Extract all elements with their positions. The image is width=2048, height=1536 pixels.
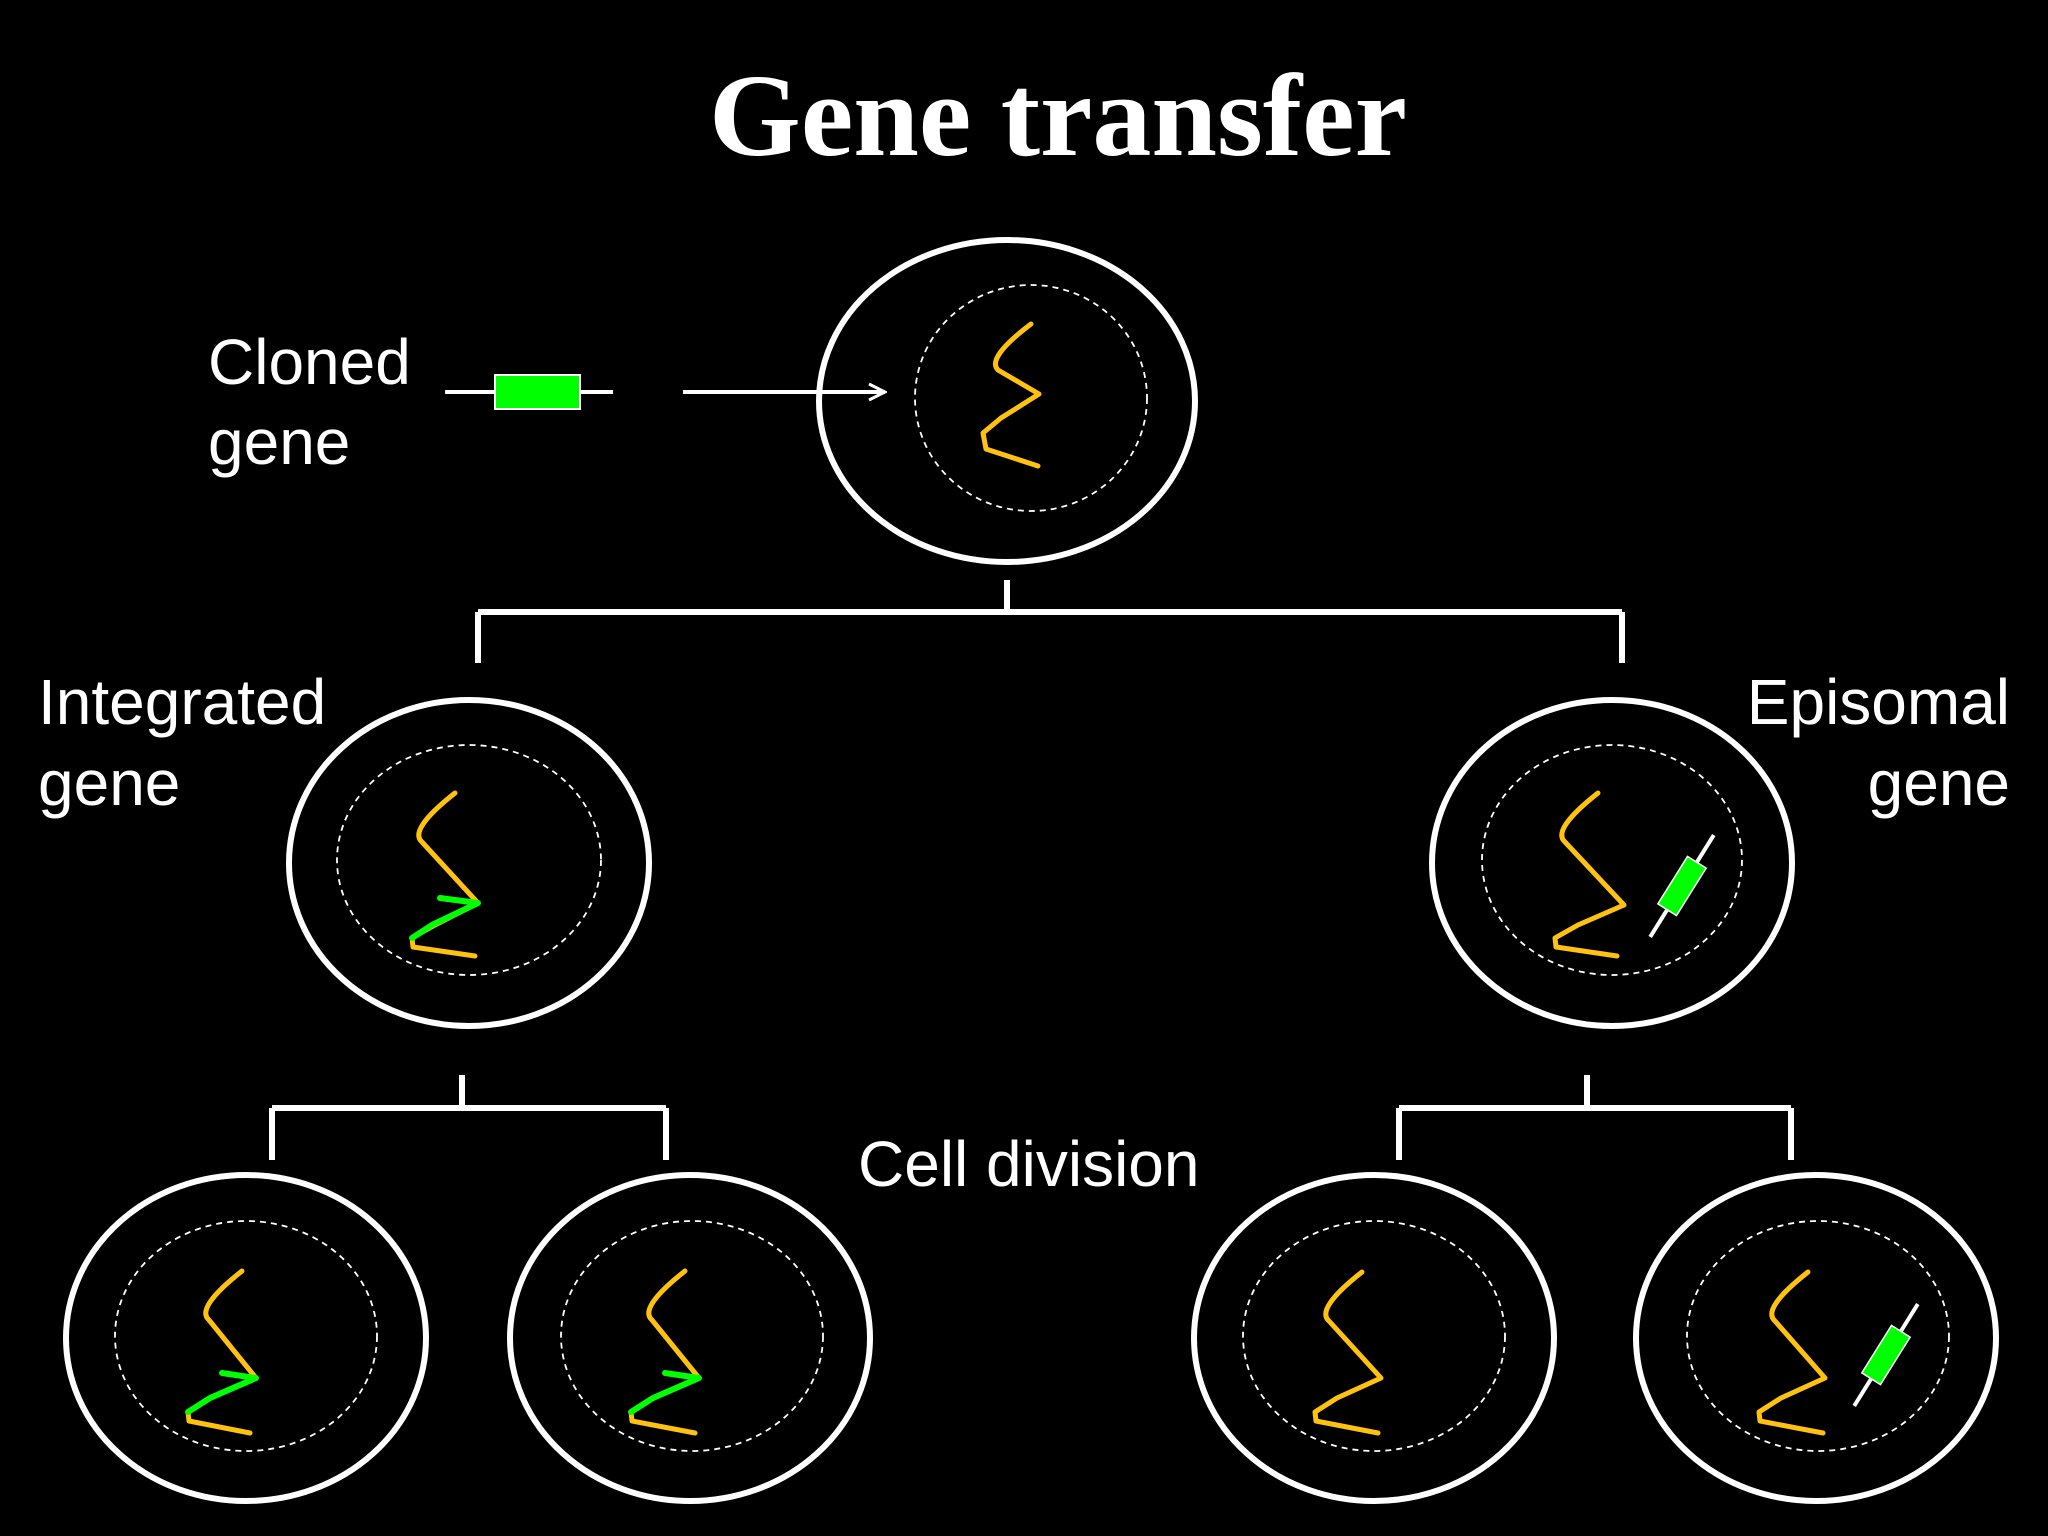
cell-membrane <box>63 1172 429 1504</box>
nucleus <box>1686 1220 1950 1452</box>
page-title: Gene transfer <box>709 50 1407 181</box>
cloned-gene-label: Cloned gene <box>208 326 411 478</box>
nucleus <box>1242 1220 1506 1452</box>
nucleus <box>560 1220 824 1452</box>
episomal-daughter-cell-2 <box>1633 1172 1999 1504</box>
chromosome <box>1552 790 1627 959</box>
episomal-cell <box>1429 697 1795 1029</box>
nucleus <box>114 1220 378 1452</box>
branch-bracket-top <box>475 580 1625 663</box>
episomal-daughter-cell-1 <box>1191 1172 1557 1504</box>
cloned-gene-label-line1: Cloned <box>208 326 411 398</box>
cloned-gene-construct <box>445 374 613 410</box>
integrated-gene-label-line1: Integrated <box>38 666 326 738</box>
episome <box>1648 834 1716 938</box>
cloned-gene-label-line2: gene <box>208 406 350 478</box>
integrated-transgene <box>185 1370 259 1415</box>
nucleus <box>914 284 1148 512</box>
host-cell-top <box>816 237 1198 565</box>
episome <box>1852 1303 1920 1407</box>
episomal-gene-label-line2: gene <box>1868 747 2010 819</box>
branch-bracket-right <box>1396 1075 1794 1160</box>
integrated-gene-label-line2: gene <box>38 747 180 819</box>
integrated-cell <box>286 697 652 1029</box>
cell-membrane <box>1429 697 1795 1029</box>
cloned-gene-insert <box>494 374 581 410</box>
episomal-gene-label-line1: Episomal <box>1747 666 2010 738</box>
chromosome <box>1756 1269 1828 1436</box>
cell-membrane <box>286 697 652 1029</box>
cell-division-label: Cell division <box>858 1128 1199 1200</box>
integrated-daughter-cell-1 <box>63 1172 429 1504</box>
cell-membrane <box>1633 1172 1999 1504</box>
chromosome <box>980 321 1042 469</box>
branch-bracket-left <box>269 1075 669 1160</box>
integrated-transgene <box>628 1370 702 1415</box>
chromosome <box>1312 1269 1384 1436</box>
integrated-transgene <box>409 895 481 941</box>
integrated-daughter-cell-2 <box>507 1172 873 1504</box>
cell-membrane <box>507 1172 873 1504</box>
nucleus <box>1481 744 1743 976</box>
nucleus <box>336 744 602 976</box>
cell-membrane <box>816 237 1198 565</box>
cell-membrane <box>1191 1172 1557 1504</box>
